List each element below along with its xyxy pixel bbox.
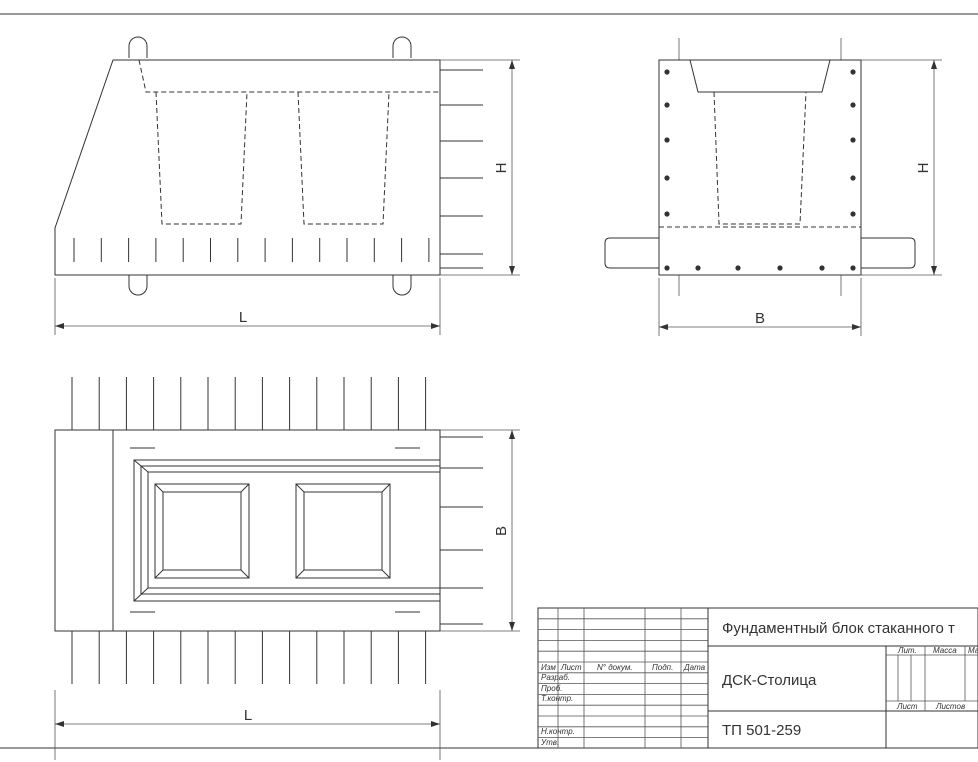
col-doc-no: N° докум. (597, 663, 633, 672)
side-view: B H (604, 38, 942, 336)
organization-name: ДСК-Столица (722, 672, 817, 689)
plan-length-label: L (244, 707, 252, 724)
row-approved: Утв. (540, 738, 559, 747)
document-code: ТП 501-259 (722, 722, 801, 739)
hdr-lit: Лит. (897, 646, 917, 655)
side-height-label: H (915, 163, 932, 174)
col-sign: Подп. (652, 663, 673, 672)
row-norm-control: Н.контр. (541, 727, 575, 736)
row-developed: Разраб. (541, 673, 570, 682)
front-length-label: L (239, 309, 247, 326)
hdr-scale: Ма (968, 646, 978, 655)
front-height-label: H (493, 163, 510, 174)
sheet-frame (0, 13, 978, 749)
row-tech-control: Т.контр. (541, 694, 573, 703)
front-view: L H (54, 36, 520, 335)
col-izm: Изм (541, 663, 556, 672)
col-list: Лист (560, 663, 582, 672)
hdr-sheet: Лист (896, 702, 918, 711)
col-date: Дата (683, 663, 706, 672)
hdr-mass: Масса (933, 646, 957, 655)
plan-width-label: B (493, 526, 510, 536)
hdr-sheets: Листов (935, 702, 965, 711)
title-block: Фундаментный блок стаканного т ДСК-Столи… (537, 607, 978, 749)
plan-view: B L (54, 377, 520, 760)
side-width-label: B (755, 310, 765, 327)
row-checked: Проб. (541, 684, 562, 693)
drawing-title: Фундаментный блок стаканного т (722, 620, 955, 637)
